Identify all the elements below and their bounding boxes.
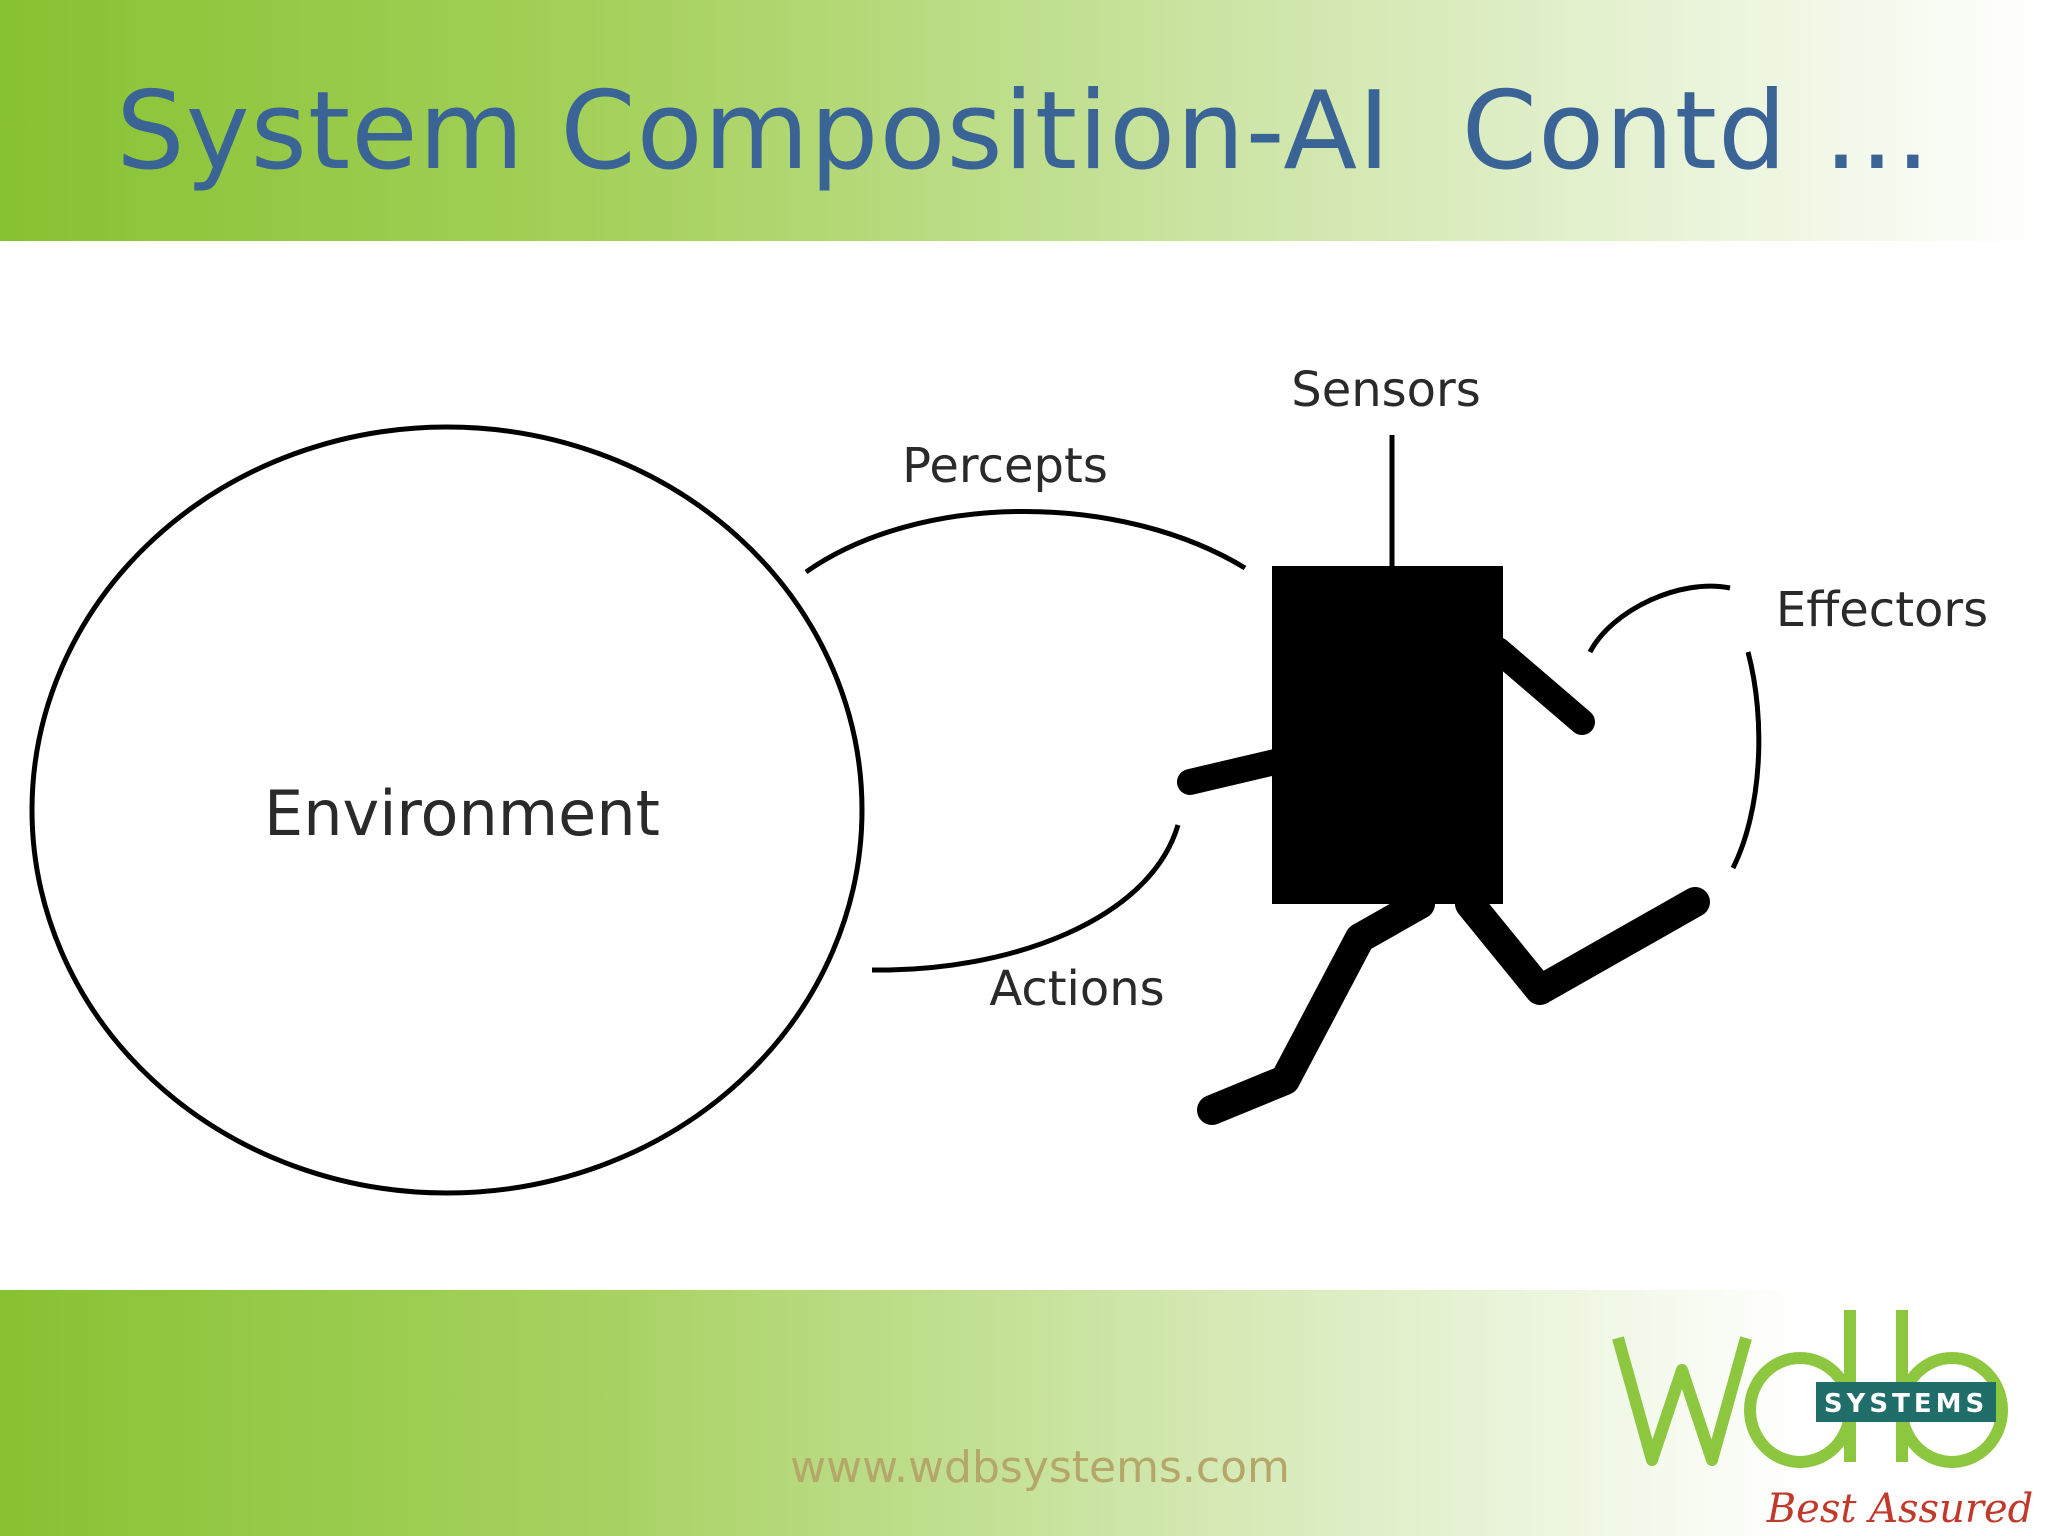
agent-arm-right (1485, 637, 1595, 735)
agent-body (1272, 566, 1503, 904)
footer-band (0, 1290, 2048, 1536)
percepts-label: Percepts (902, 438, 1108, 494)
effectors-arc-side (1730, 651, 1762, 870)
header-band (0, 0, 2048, 241)
agent-leg-left (1197, 889, 1435, 1125)
environment-circle (29, 424, 865, 1196)
environment-label: Environment (264, 777, 660, 850)
effectors-label: Effectors (1776, 582, 1988, 638)
agent-leg-right (1455, 887, 1710, 1005)
agent-figure (1177, 566, 1710, 1125)
agent-environment-diagram: Environment Percepts Actions Sensors Eff… (29, 362, 1988, 1196)
footer-url: www.wdbsystems.com (790, 1442, 1290, 1493)
logo-tagline: Best Assured (1766, 1486, 2033, 1532)
logo-badge (1816, 1382, 1996, 1422)
agent-arm-left (1177, 749, 1288, 795)
sensors-label: Sensors (1291, 362, 1481, 418)
logo-badge-text: SYSTEMS (1824, 1389, 1988, 1419)
actions-label: Actions (989, 961, 1164, 1017)
actions-arc (871, 824, 1181, 973)
percepts-arc (804, 509, 1247, 575)
slide-title: System Composition-AI Contd … (116, 69, 1932, 194)
company-logo: SYSTEMS Best Assured (1612, 1310, 2033, 1532)
effectors-arc-top (1587, 583, 1731, 654)
